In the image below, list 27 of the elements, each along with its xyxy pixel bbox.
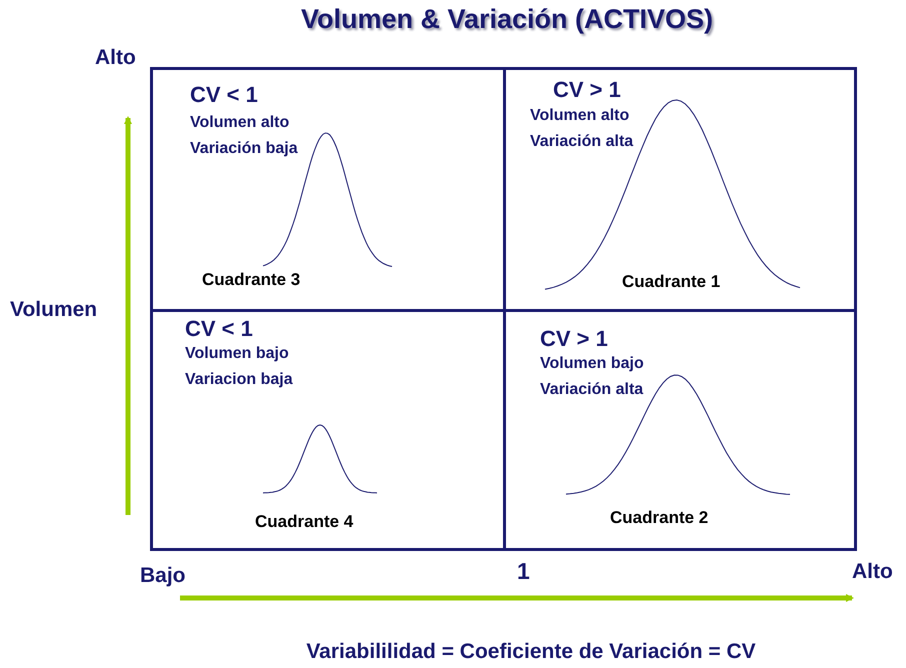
description: Volumen alto — [530, 107, 630, 125]
quadrant-box — [150, 67, 506, 312]
cv-label: CV > 1 — [553, 77, 621, 103]
quadrant-label: Cuadrante 3 — [202, 270, 300, 290]
quadrant-box — [503, 67, 857, 312]
axis-label: Alto — [95, 46, 136, 70]
quadrant-label: Cuadrante 4 — [255, 512, 354, 532]
description: Volumen bajo — [540, 355, 644, 373]
axis-label: Alto — [852, 560, 893, 584]
quadrant-label: Cuadrante 1 — [622, 272, 720, 292]
description: Variación baja — [190, 140, 298, 158]
cv-label: CV < 1 — [185, 316, 253, 342]
cv-label: CV < 1 — [190, 82, 258, 108]
axis-label: Volumen — [10, 298, 98, 322]
quadrant-label: Cuadrante 2 — [610, 508, 708, 528]
description: Variación alta — [540, 381, 644, 399]
axis-label: 1 — [517, 558, 530, 585]
quadrant-box — [503, 309, 857, 551]
caption: Variabililidad = Coeficiente de Variación = CV — [305, 640, 757, 664]
description: Variacion baja — [185, 371, 293, 389]
cv-label: CV > 1 — [540, 326, 608, 352]
description: Volumen alto — [190, 114, 290, 132]
quadrant-box — [150, 309, 506, 551]
description: Volumen bajo — [185, 345, 289, 363]
description: Variación alta — [530, 133, 634, 151]
title: Volumen & Variación (ACTIVOS) — [300, 4, 714, 35]
axis-label: Bajo — [140, 564, 186, 588]
